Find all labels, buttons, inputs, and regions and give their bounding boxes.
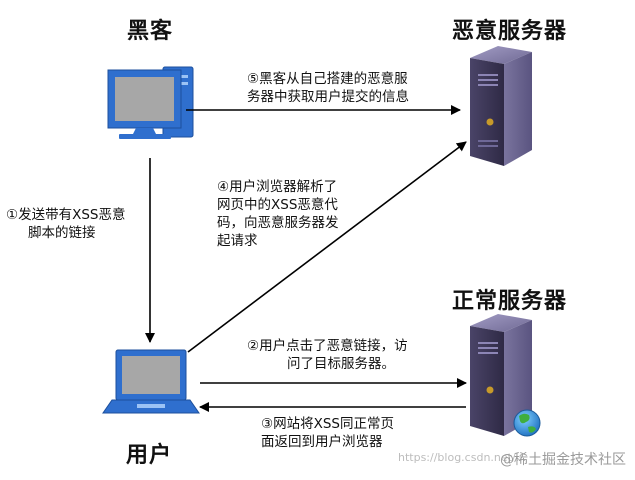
arrow-step4 [187, 141, 467, 353]
watermark-faint: https://blog.csdn.net/... [398, 451, 527, 464]
step1-text: ①发送带有XSS恶意 脚本的链接 [6, 206, 126, 242]
user-label: 用户 [126, 443, 173, 468]
globe-icon [513, 409, 541, 437]
step1-line: 脚本的链接 [28, 225, 96, 241]
hacker-computer-icon [107, 66, 194, 139]
step5-text: ⑤黑客从自己搭建的恶意服 务器中获取用户提交的信息 [247, 70, 409, 106]
step3-text: ③网站将XSS同正常页 面返回到用户浏览器 [261, 415, 394, 451]
user-laptop-icon [102, 349, 200, 414]
step5-line: ⑤黑客从自己搭建的恶意服 [247, 71, 408, 87]
step4-line: 码，向恶意服务器发 [217, 215, 339, 231]
step5-line: 务器中获取用户提交的信息 [247, 89, 409, 105]
step4-line: ④用户浏览器解析了 [217, 179, 338, 195]
normal-server-label: 正常服务器 [452, 289, 568, 314]
malicious-server-icon [470, 46, 532, 166]
step2-line: 问了目标服务器。 [287, 356, 395, 372]
watermark-brand: @稀土掘金技术社区 [500, 452, 626, 468]
step3-line: 面返回到用户浏览器 [261, 434, 383, 450]
step4-line: 起请求 [217, 233, 258, 249]
step4-text: ④用户浏览器解析了 网页中的XSS恶意代 码，向恶意服务器发 起请求 [217, 178, 339, 250]
hacker-label: 黑客 [127, 19, 174, 44]
step2-text: ②用户点击了恶意链接，访 问了目标服务器。 [247, 337, 408, 373]
step4-line: 网页中的XSS恶意代 [217, 197, 338, 213]
normal-server-icon [470, 314, 532, 436]
step1-line: ①发送带有XSS恶意 [6, 207, 126, 223]
step2-line: ②用户点击了恶意链接，访 [247, 338, 408, 354]
step3-line: ③网站将XSS同正常页 [261, 416, 394, 432]
malicious-server-label: 恶意服务器 [452, 19, 568, 44]
